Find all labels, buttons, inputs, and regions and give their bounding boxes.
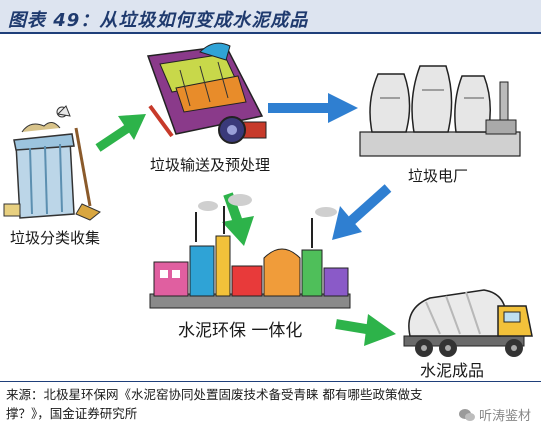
cement-factory-icon: [149, 194, 351, 309]
garbage-truck-icon: [146, 42, 267, 144]
power-plant-icon: [359, 65, 521, 157]
label-integration: 水泥环保 一体化: [178, 321, 302, 341]
arrow-integration-to-product: [335, 314, 396, 346]
label-transport: 垃圾输送及预处理: [150, 156, 270, 174]
label-product: 水泥成品: [420, 361, 484, 380]
process-diagram: 垃圾分类收集 垃圾输送及预处理 垃圾电厂: [3, 42, 533, 380]
garbage-bin-icon: [3, 105, 101, 221]
label-sorting: 垃圾分类收集: [10, 229, 100, 247]
label-power-plant: 垃圾电厂: [408, 167, 468, 185]
cement-mixer-truck-icon: [403, 289, 533, 357]
source-note: 来源：北极星环保网《水泥窑协同处置固废技术备受青睐 都有哪些政策做支撑？》，国金…: [6, 387, 423, 421]
title-bar: 图表 49：从垃圾如何变成水泥成品: [0, 0, 541, 34]
watermark: 听涛鉴材: [458, 405, 531, 424]
arrow-powerplant-to-integration: [332, 184, 392, 240]
figure-title: 图表 49：从垃圾如何变成水泥成品: [8, 10, 309, 31]
arrow-sorting-to-transport: [95, 114, 146, 152]
wechat-icon: [458, 409, 475, 421]
footer-divider: [0, 381, 541, 382]
arrow-transport-to-powerplant: [268, 93, 358, 123]
watermark-text: 听涛鉴材: [478, 409, 531, 424]
